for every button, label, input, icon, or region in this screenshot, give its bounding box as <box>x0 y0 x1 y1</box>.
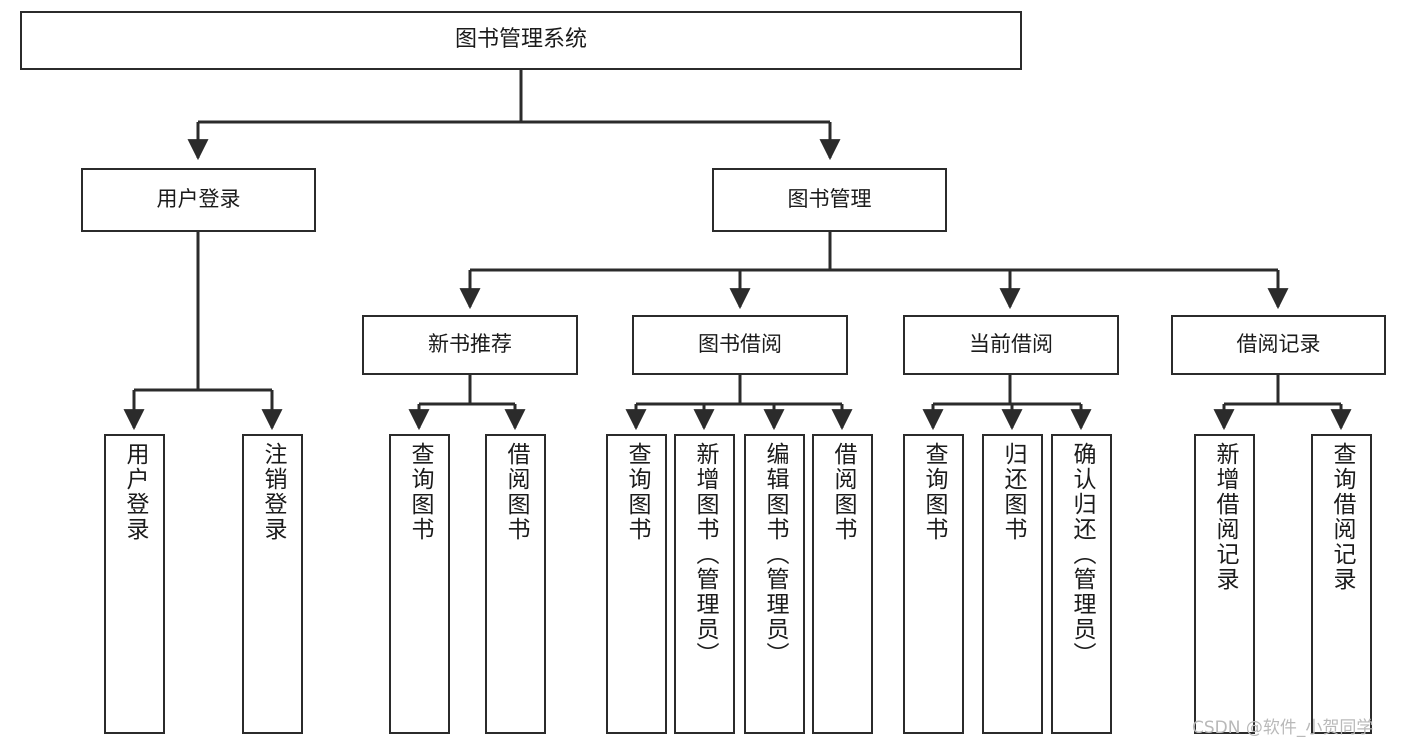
node-label: 借阅图书 <box>830 442 856 542</box>
leaf-query-book-1[interactable]: 查询图书 <box>389 434 450 734</box>
leaf-query-borrow-record[interactable]: 查询借阅记录 <box>1311 434 1372 734</box>
node-label: 归还图书 <box>1000 442 1026 542</box>
leaf-query-book-3[interactable]: 查询图书 <box>903 434 964 734</box>
node-label: 当前借阅 <box>969 332 1053 357</box>
node-label: 用户登录 <box>122 442 148 542</box>
node-label: 新书推荐 <box>428 332 512 357</box>
node-label: 查询借阅记录 <box>1329 442 1355 592</box>
node-label: 图书借阅 <box>698 332 782 357</box>
node-new-book-recommend[interactable]: 新书推荐 <box>362 315 578 375</box>
leaf-return-book[interactable]: 归还图书 <box>982 434 1043 734</box>
node-label: 用户登录 <box>156 187 241 212</box>
node-label: 查询图书 <box>624 442 650 542</box>
leaf-borrow-book-1[interactable]: 借阅图书 <box>485 434 546 734</box>
leaf-confirm-return-admin[interactable]: 确认归还（管理员） <box>1051 434 1112 734</box>
leaf-edit-book-admin[interactable]: 编辑图书（管理员） <box>744 434 805 734</box>
node-label: 图书管理系统 <box>454 27 587 53</box>
leaf-add-book-admin[interactable]: 新增图书（管理员） <box>674 434 735 734</box>
node-book-management[interactable]: 图书管理 <box>712 168 947 232</box>
node-borrow-record[interactable]: 借阅记录 <box>1171 315 1386 375</box>
node-label: 编辑图书（管理员） <box>762 442 788 667</box>
node-label: 新增借阅记录 <box>1212 442 1238 592</box>
node-label: 借阅图书 <box>503 442 529 542</box>
node-current-borrow[interactable]: 当前借阅 <box>903 315 1119 375</box>
leaf-borrow-book-2[interactable]: 借阅图书 <box>812 434 873 734</box>
node-label: 新增图书（管理员） <box>692 442 718 667</box>
node-label: 查询图书 <box>921 442 947 542</box>
leaf-user-login[interactable]: 用户登录 <box>104 434 165 734</box>
node-book-borrow[interactable]: 图书借阅 <box>632 315 848 375</box>
leaf-add-borrow-record[interactable]: 新增借阅记录 <box>1194 434 1255 734</box>
node-label: 查询图书 <box>407 442 433 542</box>
node-label: 图书管理 <box>787 187 872 212</box>
node-book-management-system[interactable]: 图书管理系统 <box>20 11 1022 70</box>
node-label: 借阅记录 <box>1236 332 1321 357</box>
leaf-query-book-2[interactable]: 查询图书 <box>606 434 667 734</box>
node-label: 确认归还（管理员） <box>1069 442 1095 667</box>
leaf-logout-login[interactable]: 注销登录 <box>242 434 303 734</box>
node-user-login[interactable]: 用户登录 <box>81 168 316 232</box>
node-label: 注销登录 <box>260 442 286 542</box>
